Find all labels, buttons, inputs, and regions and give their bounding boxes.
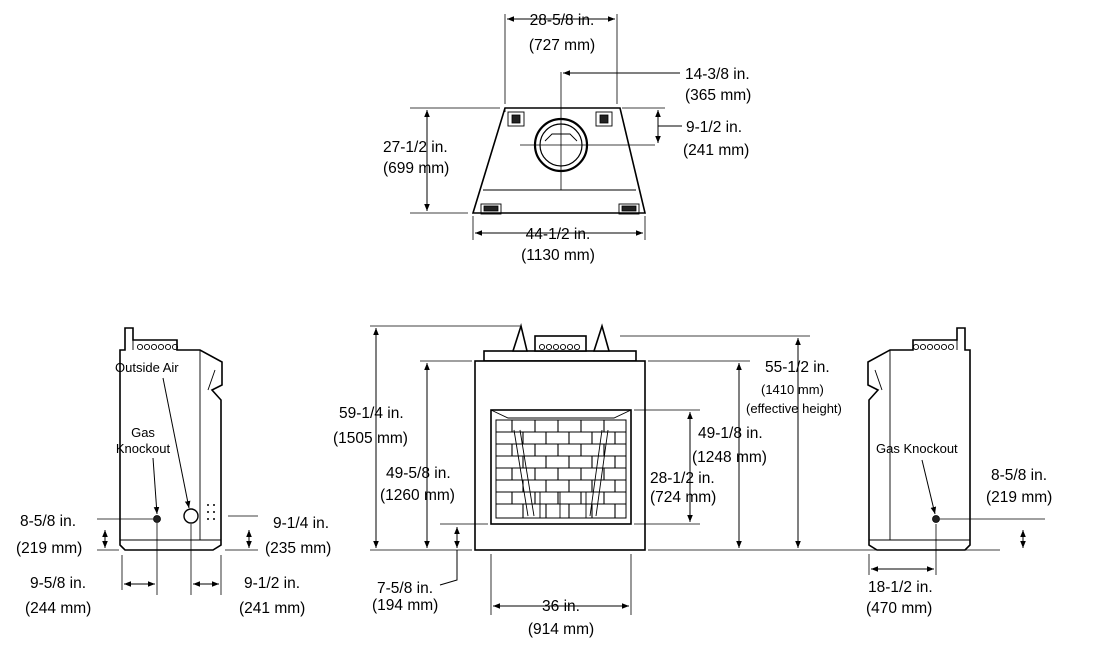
right-gas-knockout: [932, 515, 940, 523]
left-side-outline: [119, 327, 223, 551]
center-offset-in: 14-3/8 in.: [685, 66, 750, 83]
bottom-width-mm: (1130 mm): [521, 247, 595, 264]
left-gas-knockout: [153, 515, 161, 523]
flue-offset-in: 9-1/2 in.: [686, 119, 742, 136]
front-top-flange: [483, 350, 637, 362]
air-height-in: 9-1/4 in.: [273, 515, 329, 532]
top-view: 28-5/8 in. (727 mm) 14-3/8 in. (365 mm) …: [383, 12, 751, 264]
base-height-mm: (194 mm): [372, 597, 438, 614]
right-gas-height-in: 8-5/8 in.: [991, 467, 1047, 484]
top-depth-mm: (699 mm): [383, 160, 449, 177]
top-depth-in: 27-1/2 in.: [383, 139, 448, 156]
top-bracket-left: [507, 111, 525, 127]
opening-height-in: 28-1/2 in.: [650, 470, 715, 487]
right-top-bolts: [912, 343, 955, 351]
opening-width-mm: (914 mm): [528, 621, 594, 638]
outside-air-label: Outside Air: [115, 360, 179, 375]
gas-from-back-in: 9-5/8 in.: [30, 575, 86, 592]
effective-height-note: (effective height): [746, 401, 842, 416]
overall-height-mm: (1505 mm): [333, 430, 408, 447]
top-of-opening-mm: (1248 mm): [692, 449, 767, 466]
top-of-opening-in: 49-1/8 in.: [698, 425, 763, 442]
air-height-mm: (235 mm): [265, 540, 331, 557]
base-height-in: 7-5/8 in.: [377, 580, 433, 597]
top-bracket-right: [595, 111, 613, 127]
front-top-box: [534, 335, 587, 352]
flue-offset-mm: (241 mm): [683, 142, 749, 159]
front-view: 59-1/4 in. (1505 mm) 49-5/8 in. (1260 mm…: [333, 323, 1000, 638]
overall-height-in: 59-1/4 in.: [339, 405, 404, 422]
left-side-view: Outside Air Gas Knockout 8-5/8 in. (219 …: [16, 327, 331, 617]
effective-height-in: 55-1/2 in.: [765, 359, 830, 376]
effective-height-mm: (1410 mm): [761, 382, 824, 397]
opening-width-in: 36 in.: [542, 598, 580, 615]
center-offset-mm: (365 mm): [685, 87, 751, 104]
right-side-outline: [867, 327, 971, 551]
left-gas-height-mm: (219 mm): [16, 540, 82, 557]
right-gas-height-mm: (219 mm): [986, 489, 1052, 506]
left-gas-height-in: 8-5/8 in.: [20, 513, 76, 530]
brick-pattern: [495, 419, 627, 519]
standoff-right: [592, 323, 611, 352]
opening-height-mm: (724 mm): [650, 489, 716, 506]
top-width-mm: (727 mm): [529, 37, 595, 54]
right-gas-label: Gas Knockout: [876, 441, 958, 456]
top-width-in: 28-5/8 in.: [530, 12, 595, 29]
gas-from-back-mm: (244 mm): [25, 600, 91, 617]
air-offset-mm: (241 mm): [239, 600, 305, 617]
bottom-width-in: 44-1/2 in.: [526, 226, 591, 243]
left-gas-label-2: Knockout: [116, 441, 171, 456]
right-side-view: Gas Knockout 8-5/8 in. (219 mm) 18-1/2 i…: [866, 327, 1052, 617]
gas-from-front-mm: (470 mm): [866, 600, 932, 617]
standoff-left: [511, 323, 529, 352]
left-gas-label-1: Gas: [131, 425, 155, 440]
opening-total-mm: (1260 mm): [380, 487, 455, 504]
left-top-bolts: [136, 343, 179, 351]
gas-from-front-in: 18-1/2 in.: [868, 579, 933, 596]
opening-total-in: 49-5/8 in.: [386, 465, 451, 482]
outside-air-knockout: [183, 508, 199, 524]
air-offset-in: 9-1/2 in.: [244, 575, 300, 592]
